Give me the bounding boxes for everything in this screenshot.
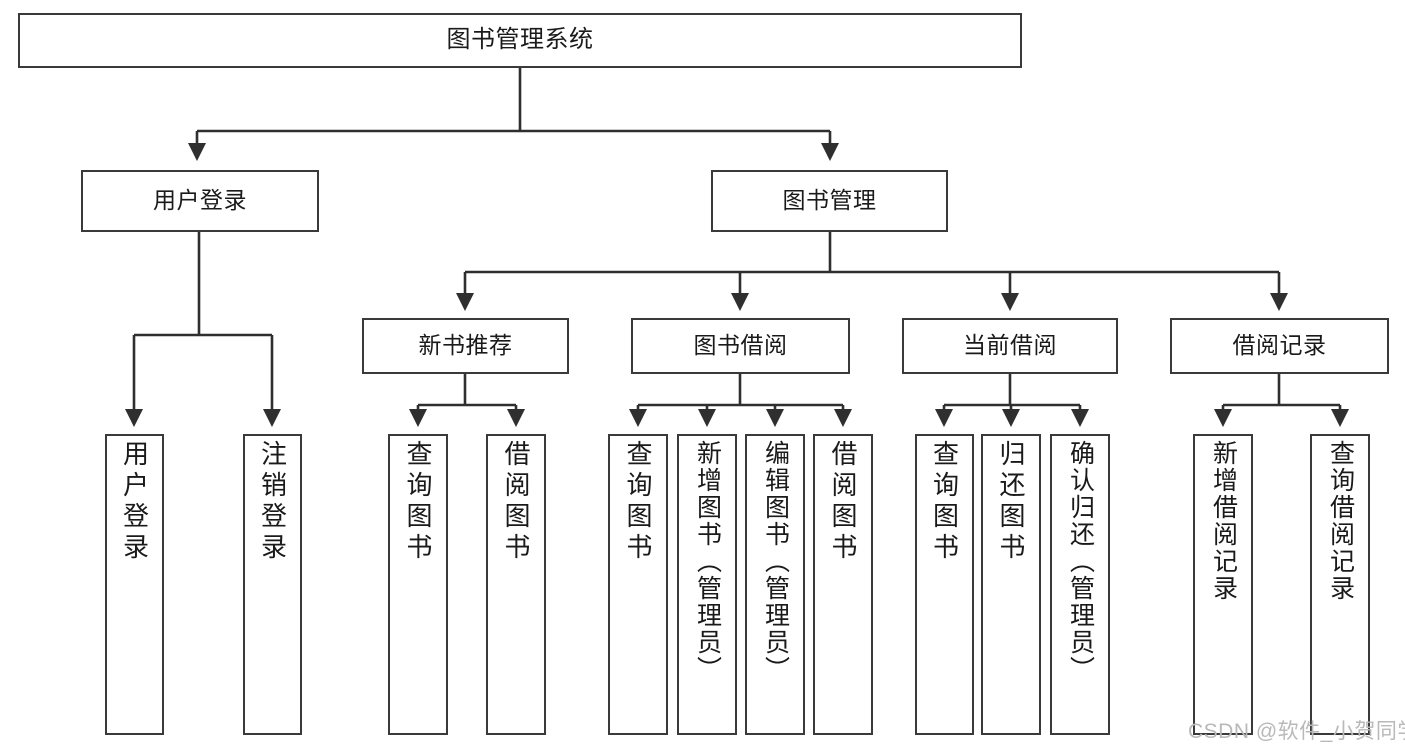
node-label: 注销登录 <box>257 440 288 564</box>
node-leaf-add-borrow-record[interactable]: 新增借阅记录 <box>1193 434 1253 735</box>
node-label: 借阅图书 <box>501 440 531 564</box>
node-label: 新书推荐 <box>418 332 513 359</box>
node-book-borrowing[interactable]: 图书借阅 <box>631 318 850 374</box>
node-leaf-query-books-borrow[interactable]: 查询图书 <box>608 434 668 735</box>
node-label: 用户登录 <box>119 440 150 564</box>
node-leaf-query-books-rec[interactable]: 查询图书 <box>388 434 448 735</box>
node-label: 图书管理 <box>782 187 877 214</box>
watermark-text: CSDN @软件_小贺同学 <box>1188 720 1405 743</box>
node-borrow-records[interactable]: 借阅记录 <box>1170 318 1389 374</box>
node-label: 图书借阅 <box>693 332 788 359</box>
node-label: 当前借阅 <box>963 332 1057 359</box>
node-book-management[interactable]: 图书管理 <box>711 170 948 232</box>
node-leaf-query-borrow-record[interactable]: 查询借阅记录 <box>1310 434 1370 735</box>
node-leaf-return-books[interactable]: 归还图书 <box>981 434 1041 735</box>
node-leaf-add-book-admin[interactable]: 新增图书（管理员） <box>677 434 737 735</box>
node-root-system[interactable]: 图书管理系统 <box>18 13 1022 68</box>
node-new-book-recommendation[interactable]: 新书推荐 <box>362 318 569 374</box>
node-label: 查询图书 <box>929 440 960 564</box>
node-label: 查询借阅记录 <box>1326 440 1355 602</box>
node-label: 借阅图书 <box>828 440 858 564</box>
node-label: 确认归还（管理员） <box>1066 440 1095 683</box>
node-current-borrowing[interactable]: 当前借阅 <box>902 318 1118 374</box>
node-label: 新增借阅记录 <box>1209 440 1238 602</box>
node-leaf-logout[interactable]: 注销登录 <box>243 434 302 735</box>
node-leaf-borrow-books[interactable]: 借阅图书 <box>813 434 873 735</box>
node-label: 查询图书 <box>403 440 433 564</box>
node-label: 归还图书 <box>996 440 1026 564</box>
node-label: 图书管理系统 <box>446 26 594 54</box>
node-leaf-borrow-books-rec[interactable]: 借阅图书 <box>486 434 546 735</box>
node-label: 编辑图书（管理员） <box>761 440 790 683</box>
node-leaf-confirm-return-admin[interactable]: 确认归还（管理员） <box>1050 434 1110 735</box>
node-leaf-user-login[interactable]: 用户登录 <box>105 434 164 735</box>
node-label: 新增图书（管理员） <box>693 440 722 683</box>
node-leaf-query-books-current[interactable]: 查询图书 <box>915 434 974 735</box>
node-leaf-edit-book-admin[interactable]: 编辑图书（管理员） <box>745 434 805 735</box>
node-user-login[interactable]: 用户登录 <box>81 170 319 232</box>
node-label: 用户登录 <box>153 187 247 214</box>
node-label: 查询图书 <box>623 440 653 564</box>
node-label: 借阅记录 <box>1232 332 1327 359</box>
